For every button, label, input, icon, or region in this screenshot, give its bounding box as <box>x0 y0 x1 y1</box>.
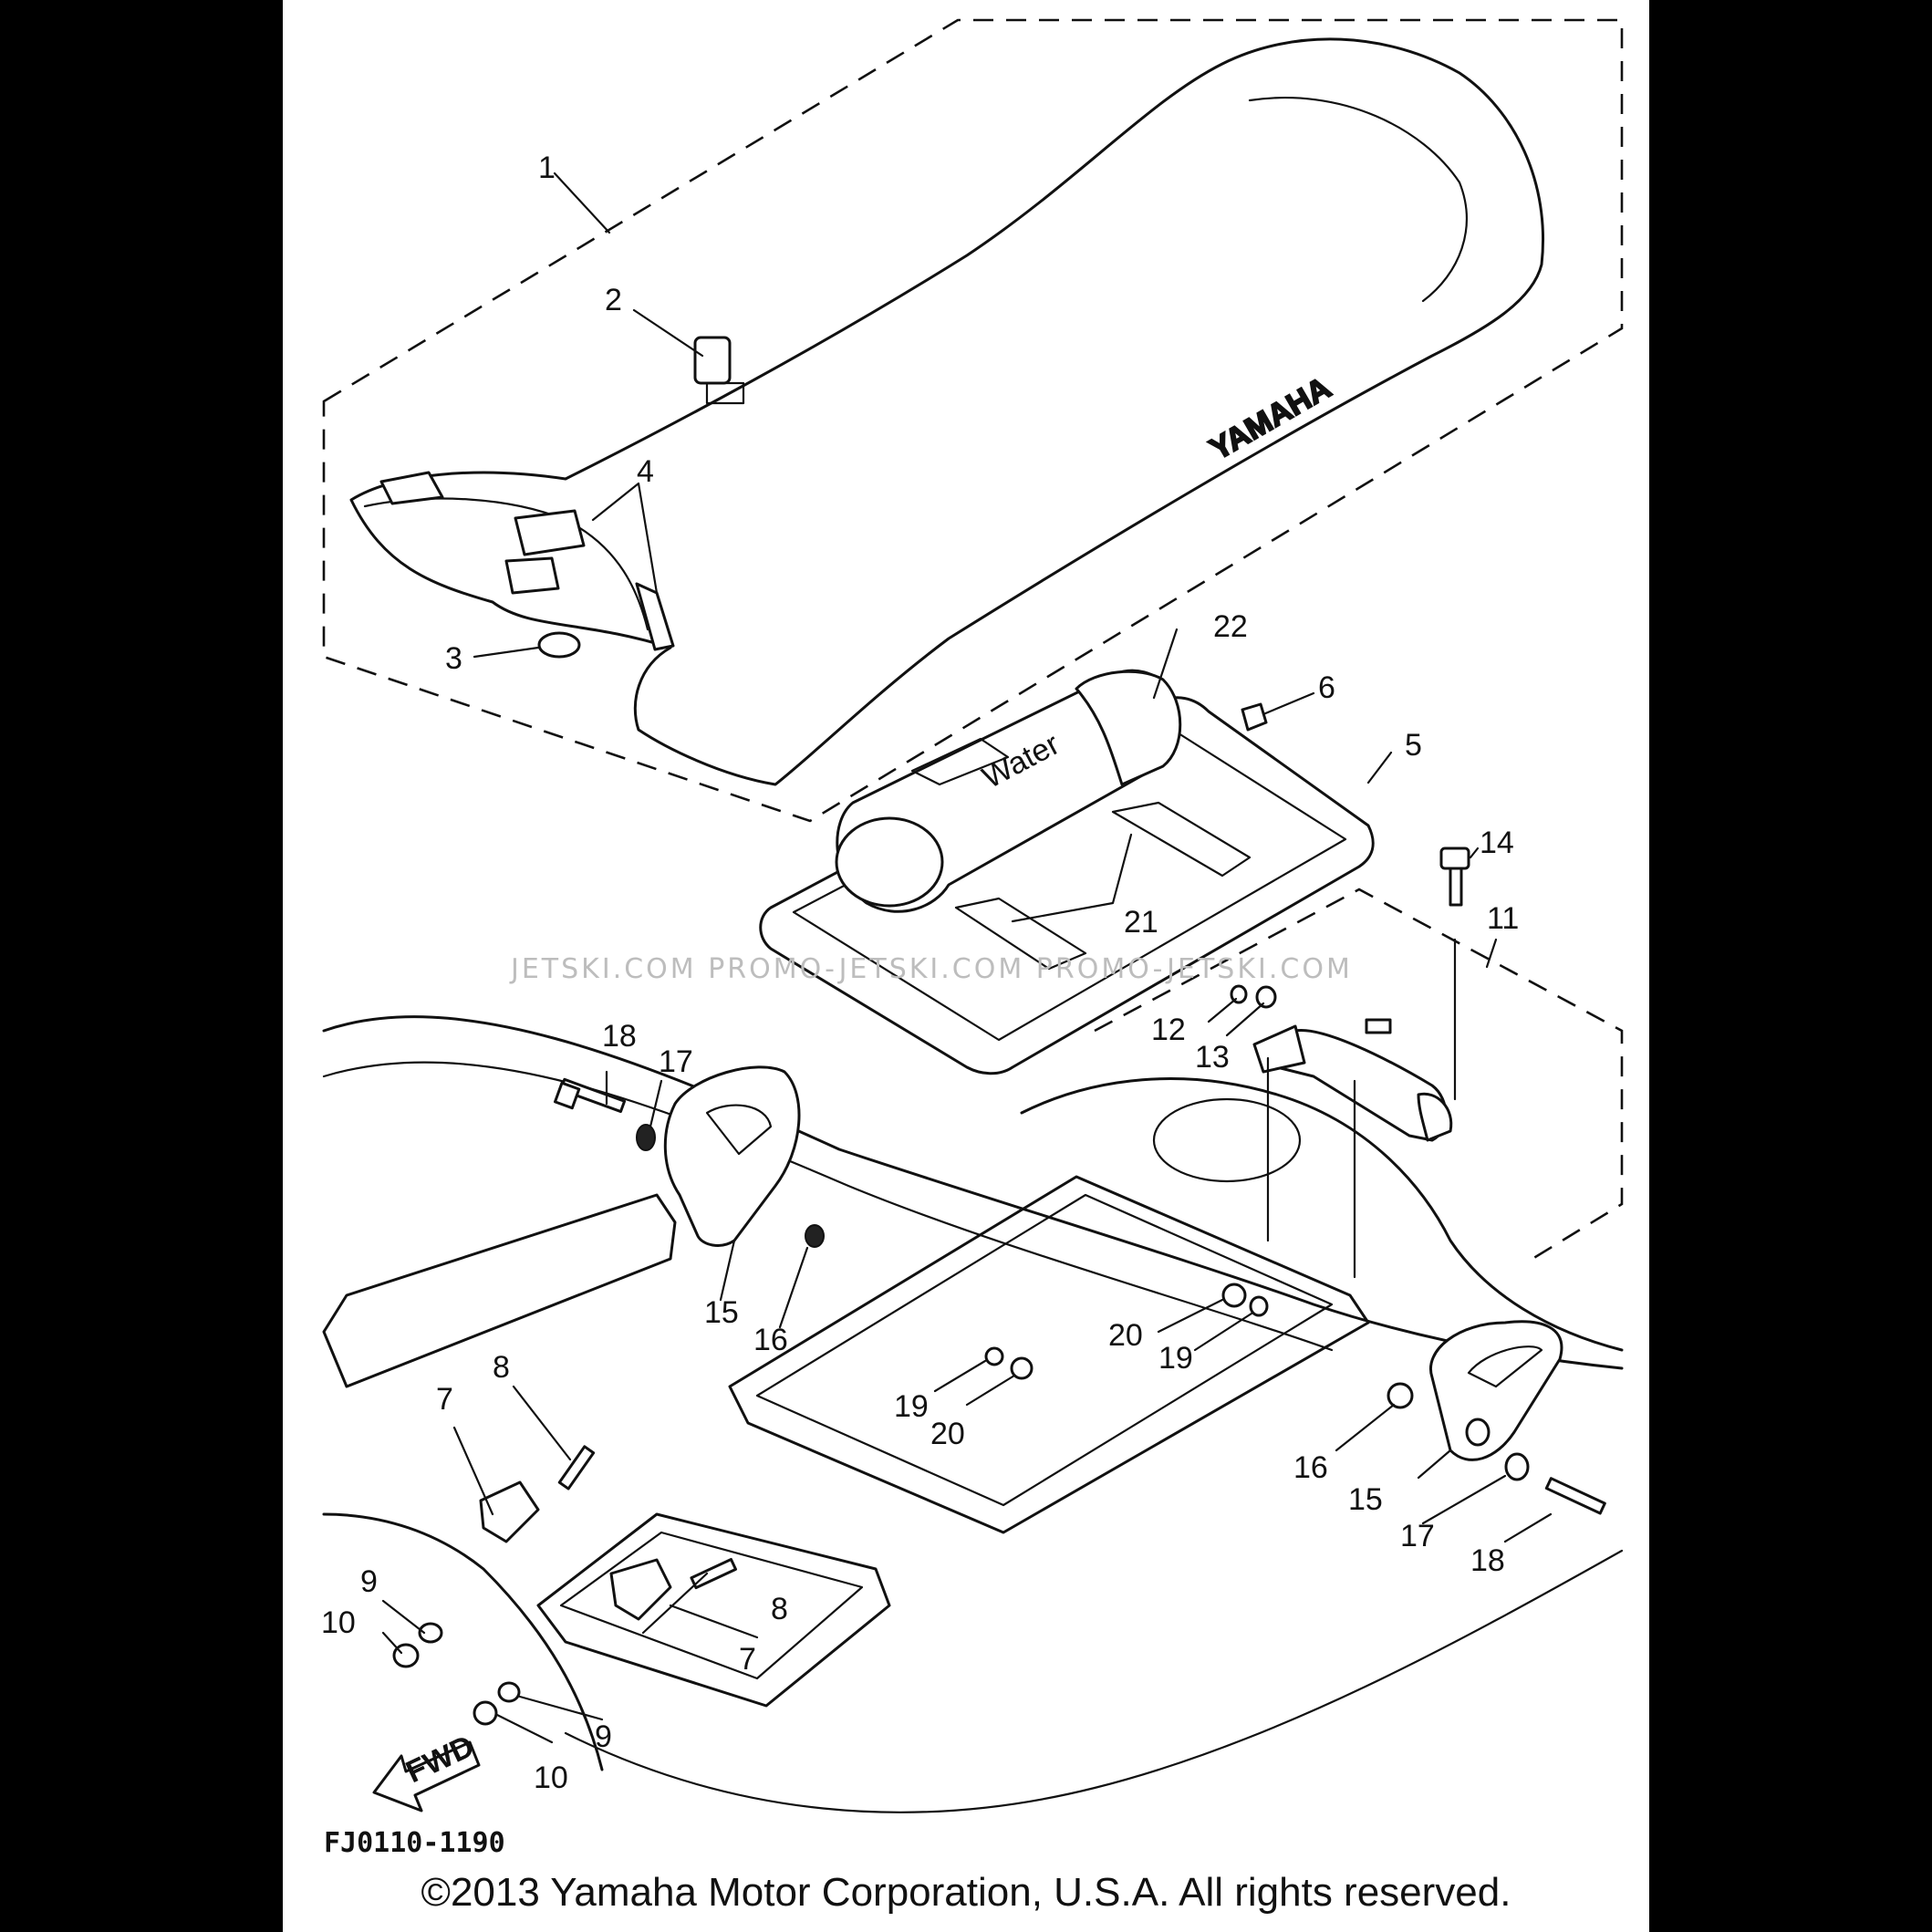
callout-7-upper: 7 <box>436 1382 453 1417</box>
callout-19-upper: 19 <box>1158 1341 1193 1376</box>
tow-eye-left-grip <box>705 1104 773 1156</box>
callout-21: 21 <box>1124 905 1158 940</box>
cup-recess <box>1152 1097 1302 1183</box>
bow-section <box>322 1512 604 1771</box>
center-hatch <box>728 1175 1370 1534</box>
callout-4: 4 <box>637 454 654 489</box>
callout-16-left: 16 <box>753 1323 788 1357</box>
nut-left-part-16 <box>805 1224 825 1248</box>
washer-right-part-17 <box>1504 1452 1530 1481</box>
bolt-left-head <box>553 1081 581 1110</box>
tray-pad-upper <box>1111 801 1252 878</box>
nut-part-20-upper <box>1221 1283 1247 1308</box>
callout-17-right: 17 <box>1400 1519 1435 1553</box>
callout-5: 5 <box>1405 728 1422 763</box>
hook-block <box>504 556 560 595</box>
latch-part-4b <box>514 509 586 556</box>
hull-deck-inner <box>322 1061 1334 1352</box>
bottle-strap <box>910 737 1010 786</box>
grommet-part-3 <box>537 631 581 659</box>
nut-right-part-16 <box>1387 1382 1414 1409</box>
latch-part-4a <box>379 471 444 505</box>
tow-eye-right-hole <box>1465 1418 1491 1447</box>
callout-14: 14 <box>1480 826 1514 860</box>
callout-19-lower: 19 <box>894 1389 929 1424</box>
nut-part-9-upper <box>418 1622 443 1644</box>
console-lower-inner <box>559 1531 864 1680</box>
tow-eye-right-grip <box>1467 1345 1543 1388</box>
console-lower <box>536 1512 891 1708</box>
callout-1: 1 <box>538 151 556 185</box>
callout-2: 2 <box>605 283 622 317</box>
leader-lines <box>381 171 1553 1744</box>
washer-part-19-upper <box>1249 1295 1269 1317</box>
callout-18-left: 18 <box>602 1019 637 1054</box>
tow-eye-right-part-15 <box>1429 1320 1563 1461</box>
hinge-upper-part-7 <box>479 1480 540 1543</box>
handle-bracket <box>1252 1024 1306 1074</box>
nut-part-9-lower <box>497 1681 521 1703</box>
bolt-right-part-18 <box>1544 1477 1606 1515</box>
callout-18-right: 18 <box>1470 1543 1505 1578</box>
washer-part-19-lower <box>984 1346 1004 1366</box>
handle-screw <box>1365 1018 1392 1034</box>
seat <box>349 37 1544 786</box>
hull-rear-right <box>1020 1077 1624 1352</box>
screw-lower-part-8 <box>690 1557 738 1590</box>
storage-tray-part-5 <box>759 696 1375 1075</box>
seat-top-edge <box>1248 97 1468 303</box>
nut-part-20-lower <box>1010 1356 1034 1380</box>
diagram-sheet <box>283 0 1649 1932</box>
strap-tab <box>705 381 745 405</box>
callout-8-lower: 8 <box>771 1592 788 1626</box>
callout-13: 13 <box>1195 1040 1230 1075</box>
nut-part-10-lower <box>473 1700 498 1726</box>
hinge-lower-part-7 <box>609 1558 672 1621</box>
callout-8-upper: 8 <box>493 1350 510 1385</box>
copyright-text: ©2013 Yamaha Motor Corporation, U.S.A. A… <box>421 1870 1511 1915</box>
washer-left-part-17 <box>636 1124 656 1151</box>
bolt-14-shank <box>1449 867 1463 907</box>
latch-part-4c <box>635 582 675 651</box>
callout-3: 3 <box>445 641 462 676</box>
callout-12: 12 <box>1151 1013 1186 1047</box>
washer-part-13 <box>1255 985 1277 1009</box>
handle-group-outline <box>1094 888 1624 1261</box>
callout-20-upper: 20 <box>1108 1318 1143 1353</box>
rivet-part-6 <box>1241 702 1268 732</box>
handle-knob <box>1417 1092 1453 1142</box>
hull-deck <box>322 1015 1624 1370</box>
strap-part-2 <box>693 336 732 385</box>
hull-outline-bottom <box>564 1549 1624 1813</box>
callout-16-right: 16 <box>1293 1450 1328 1485</box>
fwd-arrow-icon <box>372 1740 481 1813</box>
callout-9-upper: 9 <box>360 1564 378 1599</box>
center-hatch-inner <box>755 1193 1334 1507</box>
tow-eye-left-part-15 <box>663 1065 801 1247</box>
watermark: JETSKI.COM PROMO-JETSKI.COM PROMO-JETSKI… <box>509 953 1353 985</box>
footwell-left <box>322 1193 677 1388</box>
callout-15-right: 15 <box>1348 1482 1383 1517</box>
bolt-part-14 <box>1439 847 1470 870</box>
tray-pad-lower <box>954 897 1087 971</box>
callout-20-lower: 20 <box>930 1417 965 1451</box>
callout-17-left: 17 <box>659 1044 693 1079</box>
callout-9-lower: 9 <box>595 1719 612 1754</box>
callout-22: 22 <box>1213 609 1248 644</box>
callout-11: 11 <box>1487 901 1519 936</box>
callout-7-lower: 7 <box>739 1642 756 1677</box>
seat-group-outline <box>322 18 1624 823</box>
callout-6: 6 <box>1318 670 1335 705</box>
drawing-code: FJ0110-1190 <box>324 1827 505 1859</box>
screw-upper-part-8 <box>557 1445 596 1491</box>
callout-10-lower: 10 <box>534 1761 568 1795</box>
bottle-cap <box>835 816 944 908</box>
callout-10-upper: 10 <box>321 1605 356 1640</box>
callout-15-left: 15 <box>704 1295 739 1330</box>
bottle-end <box>1075 670 1182 786</box>
